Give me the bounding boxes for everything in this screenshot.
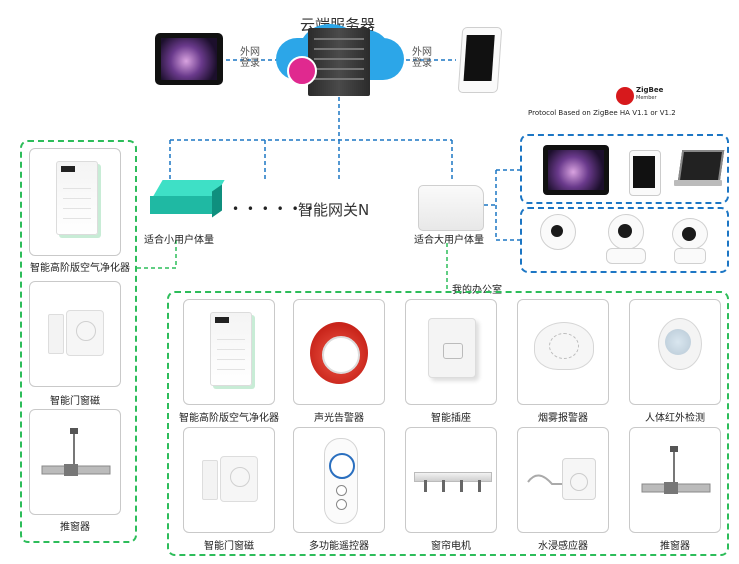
left-external-login: 外网登录 [240, 47, 260, 69]
curtain-motor-icon [414, 472, 492, 482]
window-pusher-icon [41, 428, 111, 476]
camera-icon [606, 214, 646, 264]
device-card-remote[interactable] [293, 427, 385, 533]
device-card-door-sensor[interactable] [29, 281, 121, 387]
gateway-n-label: 智能网关N [298, 201, 370, 219]
tablet-icon [543, 145, 609, 195]
remote-control-icon [324, 438, 358, 524]
office-device-label: 人体红外检测 [645, 413, 705, 424]
office-device-label: 水浸感应器 [538, 541, 588, 552]
phone-icon [457, 27, 503, 93]
office-label: 我的办公室 [452, 285, 502, 296]
device-card-smoke-alarm[interactable] [517, 299, 609, 405]
device-card-curtain-motor[interactable] [405, 427, 497, 533]
door-window-sensor-icon [202, 456, 258, 502]
device-card-air-purifier[interactable] [183, 299, 275, 405]
left-device-label: 推窗器 [60, 522, 90, 533]
air-purifier-icon [210, 312, 252, 386]
office-device-label: 烟雾报警器 [538, 413, 588, 424]
large-gateway-label: 适合大用户体量 [414, 235, 484, 246]
pir-sensor-icon [658, 318, 702, 370]
device-card-air-purifier[interactable] [29, 148, 121, 256]
small-gateway-icon [150, 180, 225, 224]
left-device-label: 智能高阶版空气净化器 [30, 263, 130, 274]
office-device-label: 声光告警器 [314, 413, 364, 424]
gateway-dots: • • • • • • [232, 202, 316, 216]
right-external-login: 外网登录 [412, 47, 432, 69]
door-window-sensor-icon [48, 310, 104, 356]
tablet-icon [155, 33, 223, 85]
zigbee-logo-icon [616, 87, 646, 107]
server-icon [308, 28, 370, 96]
office-device-label: 推窗器 [660, 541, 690, 552]
device-card-window-pusher[interactable] [29, 409, 121, 515]
phone-icon [629, 150, 661, 196]
device-card-pir[interactable] [629, 299, 721, 405]
camera-icon [540, 214, 576, 264]
laptop-icon [674, 150, 725, 190]
large-gateway-icon [418, 185, 484, 231]
device-card-water-leak[interactable] [517, 427, 609, 533]
terminal-group-box [520, 134, 729, 204]
device-card-smart-plug[interactable] [405, 299, 497, 405]
water-leak-sensor-icon [527, 474, 562, 485]
left-device-label: 智能门窗磁 [50, 396, 100, 407]
office-device-group [167, 291, 729, 556]
camera-group-box [520, 207, 729, 273]
window-pusher-icon [641, 446, 711, 494]
office-device-label: 智能插座 [431, 413, 471, 424]
office-device-label: 智能高阶版空气净化器 [179, 413, 279, 424]
device-card-door-sensor[interactable] [183, 427, 275, 533]
device-card-siren[interactable] [293, 299, 385, 405]
left-device-group [20, 140, 137, 543]
camera-icon [672, 218, 708, 264]
device-card-window-pusher[interactable] [629, 427, 721, 533]
small-gateway-label: 适合小用户体量 [144, 235, 214, 246]
smart-plug-icon [428, 318, 476, 378]
office-device-label: 窗帘电机 [431, 541, 471, 552]
office-device-label: 智能门窗磁 [204, 541, 254, 552]
smoke-alarm-icon [534, 322, 594, 370]
protocol-text: Protocol Based on ZigBee HA V1.1 or V1.2 [528, 109, 676, 117]
zigbee-member-text: Member [636, 95, 657, 101]
air-purifier-icon [56, 161, 98, 235]
zigbee-logo-text: ZigBee [636, 86, 664, 94]
cloud-app-icon [287, 56, 317, 86]
office-device-label: 多功能遥控器 [309, 541, 369, 552]
